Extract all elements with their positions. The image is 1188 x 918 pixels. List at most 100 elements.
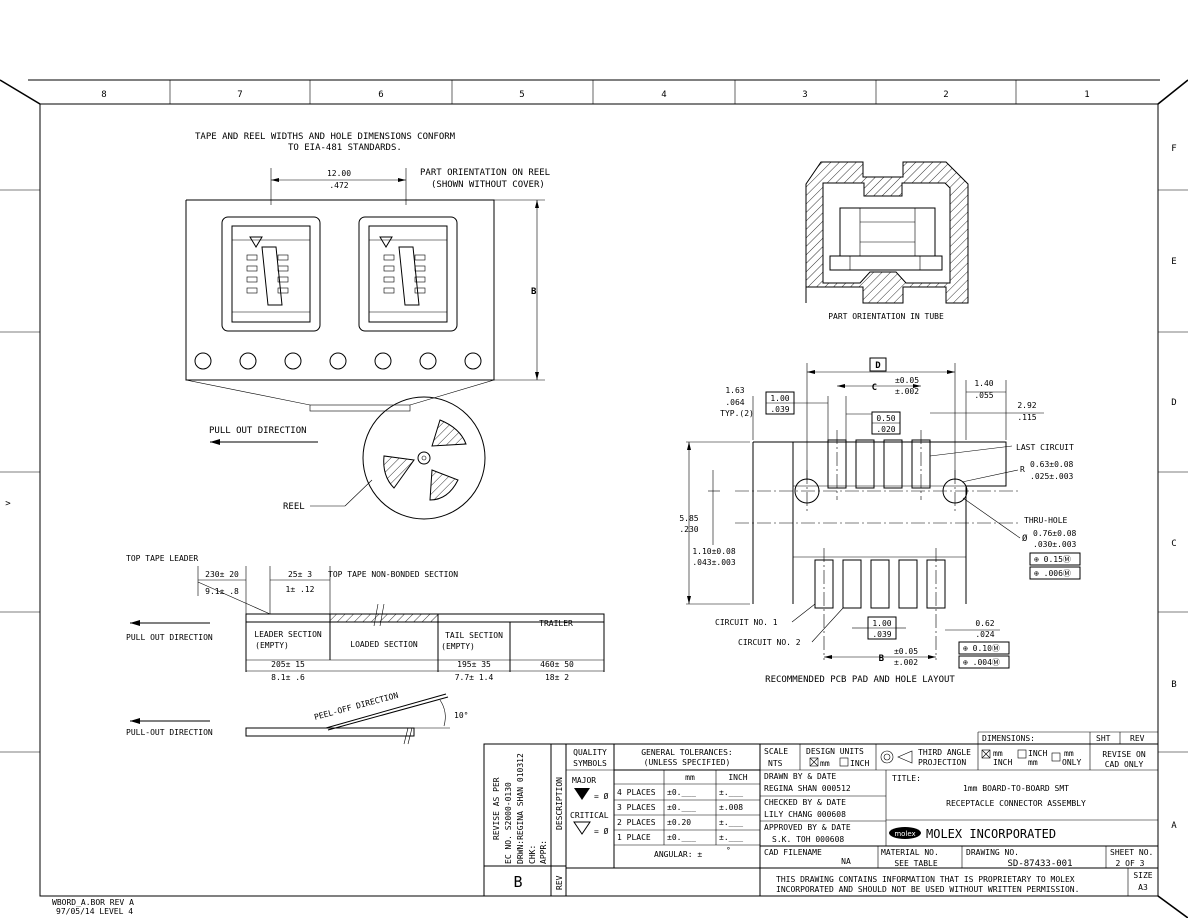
dim-585-in: .230 <box>679 525 698 534</box>
tol-inch-2: ±.___ <box>719 818 743 827</box>
dim-230-in: 9.1± .8 <box>205 587 239 596</box>
loaded-section: LOADED SECTION <box>350 640 418 649</box>
dim-d: D <box>875 361 881 371</box>
tape-reel-view: TAPE AND REEL WIDTHS AND HOLE DIMENSIONS… <box>185 132 550 520</box>
approved-by-label: APPROVED BY & DATE <box>764 823 851 832</box>
dim-b-tol-in: ±.002 <box>894 658 918 667</box>
dim-205: 205± 15 <box>271 660 305 669</box>
approved-by-name: S.K. TOH 000608 <box>772 835 844 844</box>
dim-b-pcb: B <box>879 654 885 664</box>
scale-label: SCALE <box>764 747 788 756</box>
tape-standard-note: TAPE AND REEL WIDTHS AND HOLE DIMENSIONS… <box>195 132 456 142</box>
angular-label: ANGULAR: ± <box>654 850 702 859</box>
top-tape-leader: TOP TAPE LEADER <box>126 554 198 563</box>
title-label: TITLE: <box>892 774 921 783</box>
reel-drawing <box>362 396 486 520</box>
row-label: B <box>1171 680 1176 690</box>
pad-pos-mm: ⊕ 0.10Ⓜ <box>963 644 1000 653</box>
angle-label: 10° <box>454 711 468 720</box>
critical-eq: = Ø <box>594 826 609 836</box>
dim-585-mm: 5.85 <box>679 514 698 523</box>
dim-195: 195± 35 <box>457 660 491 669</box>
dim-292-mm: 2.92 <box>1017 401 1036 410</box>
hole-pos-in: ⊕ .006Ⓜ <box>1034 569 1071 578</box>
rev-label: REV <box>555 875 564 890</box>
bot-100-mm: 1.00 <box>872 619 891 628</box>
major-eq: = Ø <box>594 791 609 801</box>
reel-label: REEL <box>283 502 305 512</box>
hole-mm: 0.76±0.08 <box>1033 529 1077 538</box>
third-angle-1: THIRD ANGLE <box>918 748 971 757</box>
footer-line-2: 97/05/14 LEVEL 4 <box>56 907 133 916</box>
dim-b-tol-mm: ±0.05 <box>894 647 918 656</box>
peel-off-label: PEEL-OFF DIRECTION <box>313 691 399 722</box>
design-units-inch: INCH <box>850 759 869 768</box>
drawn-by-name: REGINA SHAN 000512 <box>764 784 851 793</box>
major-symbol-icon <box>574 788 590 800</box>
pull-out-direction: PULL OUT DIRECTION <box>126 633 213 642</box>
leader-empty: (EMPTY) <box>255 641 289 650</box>
dim-b-label: B <box>531 287 537 297</box>
dim-unit-inch: INCH <box>993 758 1012 767</box>
material-label: MATERIAL NO. <box>881 848 939 857</box>
col-label: 8 <box>101 90 106 100</box>
places-2: 2 PLACES <box>617 818 656 827</box>
hole-pos-mm: ⊕ 0.15Ⓜ <box>1034 555 1071 564</box>
title-line-2: RECEPTACLE CONNECTOR ASSEMBLY <box>946 799 1086 808</box>
orientation-subtitle: (SHOWN WITHOUT COVER) <box>431 180 545 190</box>
dim-unit-inch-top: INCH <box>1028 749 1047 758</box>
size-value: A3 <box>1138 883 1148 892</box>
revision-line-2: EC NO. S2000-0130 <box>504 782 513 864</box>
svg-text:molex: molex <box>894 830 915 838</box>
critical-symbol-icon <box>573 821 591 835</box>
tol-mm-3: ±0.___ <box>667 803 696 812</box>
tol-mm-4: ±0.___ <box>667 788 696 797</box>
revision-block: REVISE AS PER EC NO. S2000-0130 DRWN:REG… <box>483 743 567 897</box>
drawing-no-value: SD-87433-001 <box>1007 859 1072 869</box>
sprocket-holes <box>194 352 482 370</box>
dim-460-in: 18± 2 <box>545 673 569 682</box>
title-line-1: 1mm BOARD-TO-BOARD SMT <box>963 784 1069 793</box>
pcb-title: RECOMMENDED PCB PAD AND HOLE LAYOUT <box>765 675 955 685</box>
sht-label: SHT <box>1096 734 1111 743</box>
proprietary-line-2: INCORPORATED AND SHOULD NOT BE USED WITH… <box>776 885 1079 894</box>
third-angle-2: PROJECTION <box>918 758 966 767</box>
tol-inch-1: ±.___ <box>719 833 743 842</box>
mm-header: mm <box>685 773 695 782</box>
tol-inch-3: ±.008 <box>719 803 743 812</box>
dim-230: 230± 20 <box>205 570 239 579</box>
inch-header: INCH <box>728 773 747 782</box>
dim-c: C <box>872 383 877 393</box>
dim-25-in: 1± .12 <box>286 585 315 594</box>
col-label: 3 <box>802 90 807 100</box>
footer-stamp: WBORD_A.BOR REV A 97/05/14 LEVEL 4 <box>52 898 134 916</box>
dim-163-note: TYP.(2) <box>720 409 754 418</box>
border-row-labels: F E D C B A > <box>5 144 1177 831</box>
hole-in: .030±.003 <box>1033 540 1077 549</box>
checked-by-name: LILY CHANG 000608 <box>764 810 846 819</box>
non-bonded-label: TOP TAPE NON-BONDED SECTION <box>328 570 458 579</box>
molex-logo: molex <box>889 827 921 839</box>
col-label: 1 <box>1084 90 1089 100</box>
dim-460: 460± 50 <box>540 660 574 669</box>
row-label: C <box>1171 539 1176 549</box>
tape-pocket <box>358 216 458 332</box>
dim-unit-mm: mm <box>993 749 1003 758</box>
proprietary-line-1: THIS DRAWING CONTAINS INFORMATION THAT I… <box>776 875 1075 884</box>
dim-062-mm: 0.62 <box>975 619 994 628</box>
box-050-mm: 0.50 <box>876 414 895 423</box>
general-tolerances: GENERAL TOLERANCES: <box>641 748 733 757</box>
size-label: SIZE <box>1133 871 1152 880</box>
tol-mm-1: ±0.___ <box>667 833 696 842</box>
col-label: 4 <box>661 90 666 100</box>
revision-letter: B <box>513 873 522 891</box>
cad-filename-value: NA <box>841 857 851 866</box>
circuit-1-label: CIRCUIT NO. 1 <box>715 618 778 627</box>
side-mark: > <box>5 499 11 509</box>
tube-view: PART ORIENTATION IN TUBE <box>805 161 969 321</box>
pitch-in: .472 <box>329 181 348 190</box>
major-label: MAJOR <box>572 776 596 785</box>
tube-caption: PART ORIENTATION IN TUBE <box>828 312 944 321</box>
dim-25: 25± 3 <box>288 570 312 579</box>
